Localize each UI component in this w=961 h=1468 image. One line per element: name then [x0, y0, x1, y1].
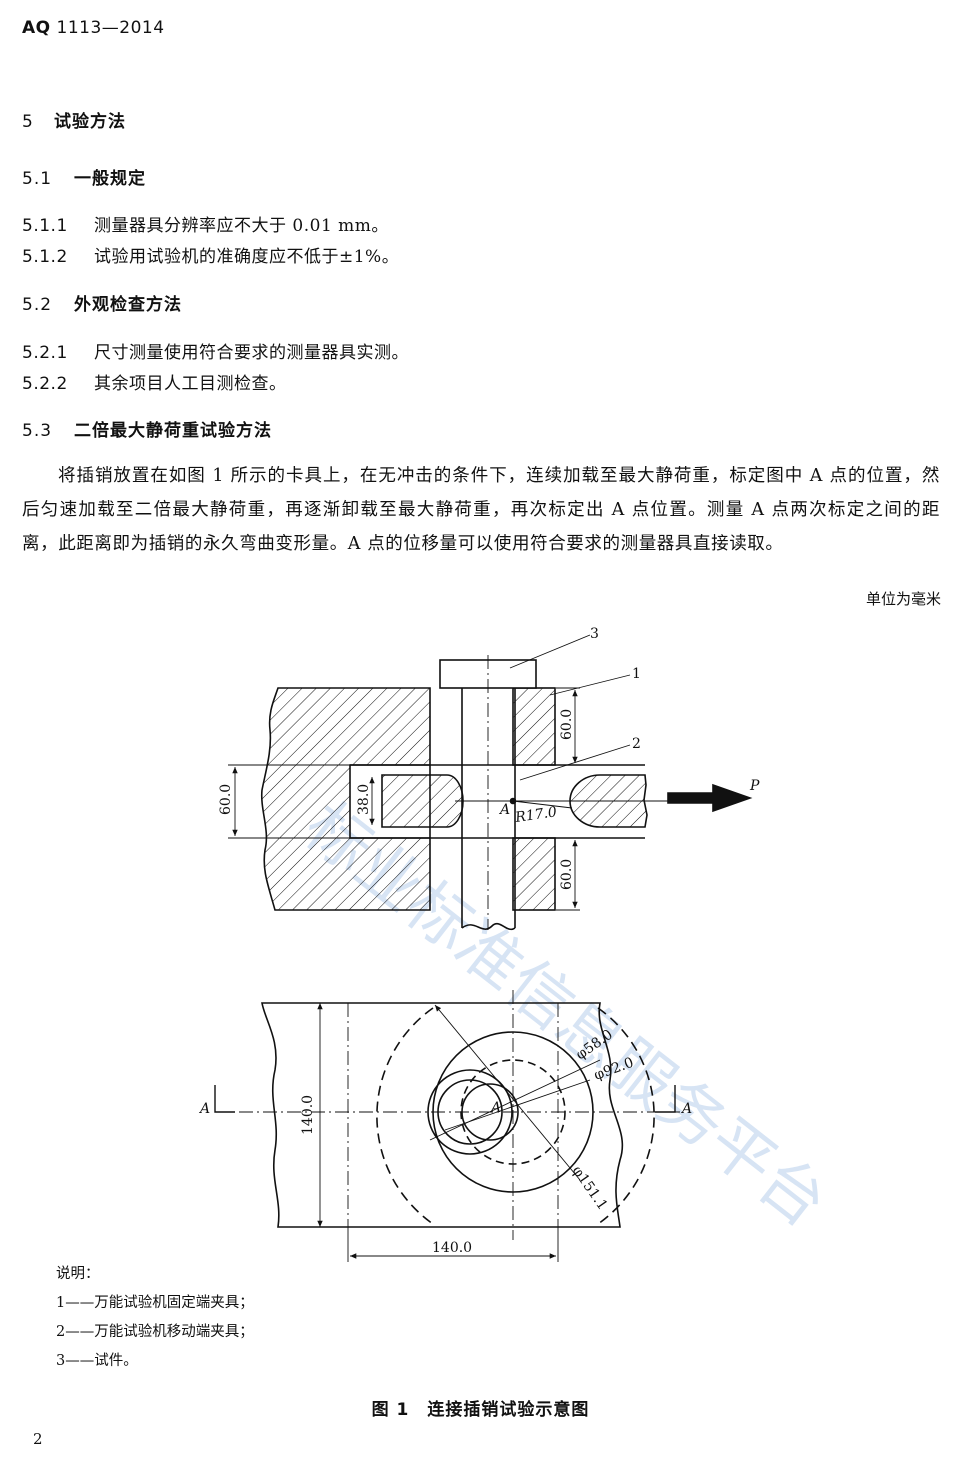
plan-point-a-label: A [489, 1100, 501, 1116]
standard-code: AQ 1113—2014 [22, 18, 165, 38]
fixture-section-view [228, 634, 753, 931]
section-mark-left [214, 1085, 235, 1113]
dim-r17: R17.0 [513, 804, 558, 826]
dim-38: 38.0 [356, 784, 372, 815]
dim-phi151: φ151.1 [569, 1163, 611, 1213]
legend-item-2: 2——万能试验机移动端夹具； [56, 1324, 254, 1340]
section-label-left: A [198, 1101, 210, 1117]
unit-note: 单位为毫米 [865, 590, 941, 608]
dim-60-bottom: 60.0 [559, 859, 575, 890]
legend-item-1: 1——万能试验机固定端夹具； [56, 1295, 254, 1311]
point-a-label: A [498, 802, 510, 818]
dim-60-left: 60.0 [218, 784, 234, 815]
callout-3: 3 [590, 626, 599, 642]
force-label: P [749, 778, 760, 794]
figure-caption: 图 1 连接插销试验示意图 [371, 1400, 590, 1420]
dim-140-horizontal: 140.0 [432, 1240, 472, 1256]
legend-item-3: 3——试件。 [56, 1353, 138, 1369]
fixed-clamp-right-top [512, 687, 556, 766]
fixed-clamp-right-bottom [512, 837, 556, 911]
fixed-clamp-left [260, 687, 431, 911]
callout-2: 2 [632, 736, 641, 752]
pin-shank [461, 688, 516, 928]
force-arrow [667, 783, 753, 813]
page-number: 2 [33, 1430, 43, 1448]
section-label-right: A [680, 1101, 692, 1117]
callout-1: 1 [632, 666, 641, 682]
section-mark-right [655, 1085, 676, 1113]
pin-head-outline [427, 1069, 513, 1155]
moving-clamp-left [381, 774, 464, 828]
dim-140-vertical: 140.0 [300, 1095, 316, 1135]
dim-60-top: 60.0 [559, 709, 575, 740]
test-method-paragraph: 将插销放置在如图 1 所示的卡具上，在无冲击的条件下，连续加载至最大静荷重，标定… [22, 466, 940, 554]
fixture-plan-view [214, 990, 680, 1262]
legend-title: 说明： [56, 1266, 100, 1282]
